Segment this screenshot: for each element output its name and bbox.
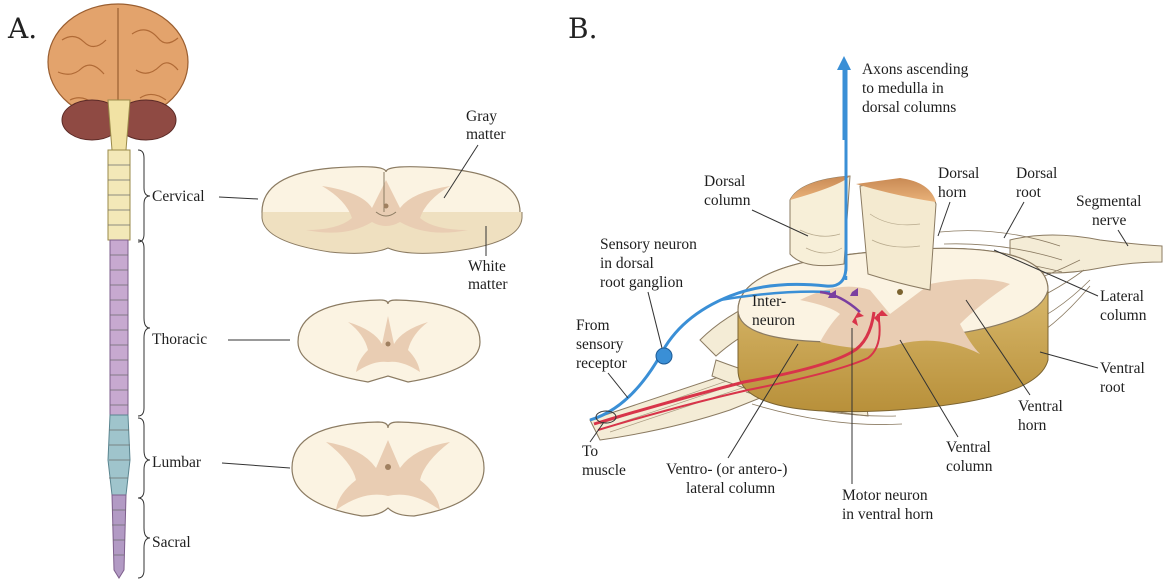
interneuron-line1: Inter- bbox=[752, 293, 786, 310]
from-receptor-leader bbox=[608, 373, 628, 398]
to-muscle-line1: To bbox=[582, 443, 598, 460]
arrowhead-up-icon bbox=[837, 56, 851, 70]
dorsal-horn-line1: Dorsal bbox=[938, 165, 979, 182]
ventral-column-line2: column bbox=[946, 458, 993, 475]
dorsal-horn-leader bbox=[938, 202, 950, 236]
cervical-cross-section bbox=[262, 167, 522, 254]
axons-ascending-line1: Axons ascending bbox=[862, 61, 969, 78]
sensory-neuron-leader bbox=[648, 292, 662, 348]
white-matter-label-line1: White bbox=[468, 258, 506, 275]
ventral-root-leader bbox=[1040, 352, 1098, 368]
from-receptor-line2: sensory bbox=[576, 336, 624, 353]
motor-neuron-line1: Motor neuron bbox=[842, 487, 928, 504]
dorsal-root-leader bbox=[1004, 202, 1024, 238]
motor-neuron-line2: in ventral horn bbox=[842, 506, 934, 523]
lumbar-cross-section bbox=[292, 422, 484, 516]
brain bbox=[48, 4, 188, 150]
sensory-neuron-line1: Sensory neuron bbox=[600, 236, 697, 253]
panel-b-letter: B. bbox=[568, 12, 597, 45]
axons-ascending-line2: to medulla in bbox=[862, 80, 944, 97]
panel-a-letter: A. bbox=[7, 12, 37, 45]
thoracic-cross-section bbox=[298, 300, 480, 382]
sensory-neuron-line3: root ganglion bbox=[600, 274, 683, 291]
spinal-cord bbox=[108, 150, 130, 578]
to-muscle-line2: muscle bbox=[582, 462, 626, 479]
lumbar-leader bbox=[222, 463, 290, 468]
from-receptor-line1: From bbox=[576, 317, 610, 334]
dorsal-column-line1: Dorsal bbox=[704, 173, 745, 190]
lateral-column-line1: Lateral bbox=[1100, 288, 1144, 305]
ganglion-cell-body bbox=[656, 348, 672, 364]
ventral-root-line1: Ventral bbox=[1100, 360, 1145, 377]
ventral-column-line1: Ventral bbox=[946, 439, 991, 456]
sacral-label: Sacral bbox=[152, 534, 191, 551]
sensory-neuron-line2: in dorsal bbox=[600, 255, 654, 272]
ventral-horn-line1: Ventral bbox=[1018, 398, 1063, 415]
gray-matter-label-line1: Gray bbox=[466, 108, 497, 125]
axons-ascending-line3: dorsal columns bbox=[862, 99, 956, 116]
cervical-label: Cervical bbox=[152, 188, 205, 205]
segmental-nerve-line1: Segmental bbox=[1076, 193, 1141, 210]
ventrolateral-line2: lateral column bbox=[686, 480, 775, 497]
segmental-nerve-line2: nerve bbox=[1092, 212, 1127, 229]
lumbar-label: Lumbar bbox=[152, 454, 202, 471]
region-braces bbox=[138, 150, 150, 578]
ventrolateral-line1: Ventro- (or antero-) bbox=[666, 461, 787, 478]
from-receptor-line3: receptor bbox=[576, 355, 628, 372]
dorsal-root-line2: root bbox=[1016, 184, 1042, 201]
white-matter-label-line2: matter bbox=[468, 276, 508, 293]
dorsal-horn-line2: horn bbox=[938, 184, 967, 201]
gray-matter-label-line2: matter bbox=[466, 126, 506, 143]
dorsal-root-line1: Dorsal bbox=[1016, 165, 1057, 182]
ventral-horn-line2: horn bbox=[1018, 417, 1047, 434]
ventral-root-line2: root bbox=[1100, 379, 1126, 396]
dorsal-column-line2: column bbox=[704, 192, 751, 209]
lateral-column-line2: column bbox=[1100, 307, 1147, 324]
cervical-leader bbox=[219, 197, 258, 199]
interneuron-line2: neuron bbox=[752, 312, 795, 329]
thoracic-label: Thoracic bbox=[152, 331, 207, 348]
